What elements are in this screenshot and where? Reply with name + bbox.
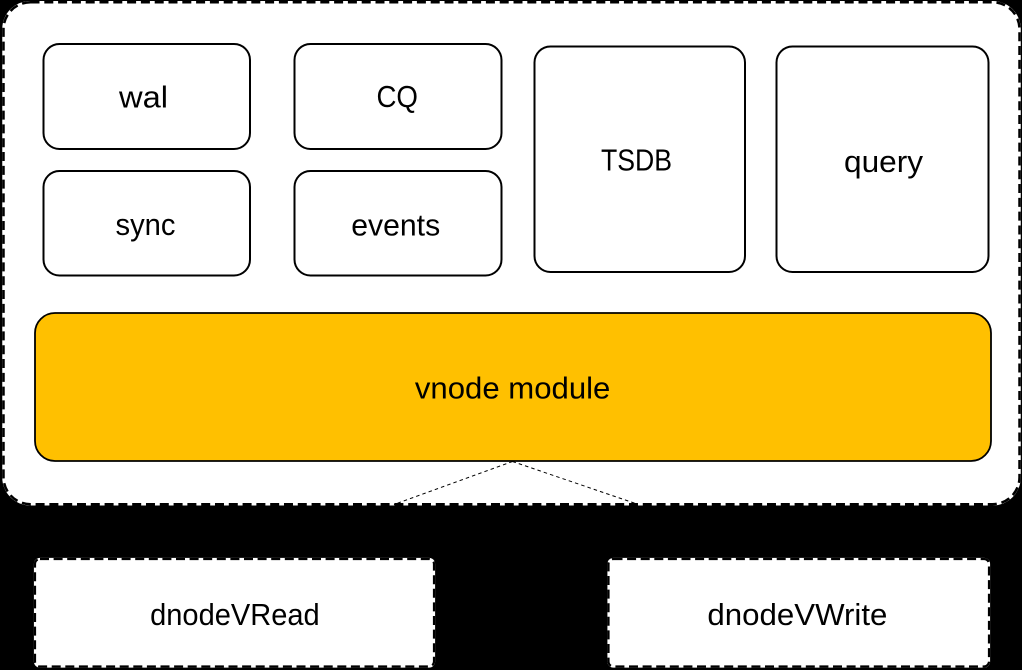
svg-text:events: events — [351, 208, 440, 242]
svg-text:CQ: CQ — [376, 80, 418, 114]
svg-text:dnodeVWrite: dnodeVWrite — [707, 598, 887, 632]
svg-text:sync: sync — [116, 208, 176, 242]
svg-text:vnode module: vnode module — [415, 372, 611, 406]
svg-text:wal: wal — [118, 81, 168, 115]
svg-text:dnodeVRead: dnodeVRead — [150, 598, 320, 632]
svg-text:query: query — [844, 145, 924, 179]
svg-text:TSDB: TSDB — [601, 143, 672, 177]
